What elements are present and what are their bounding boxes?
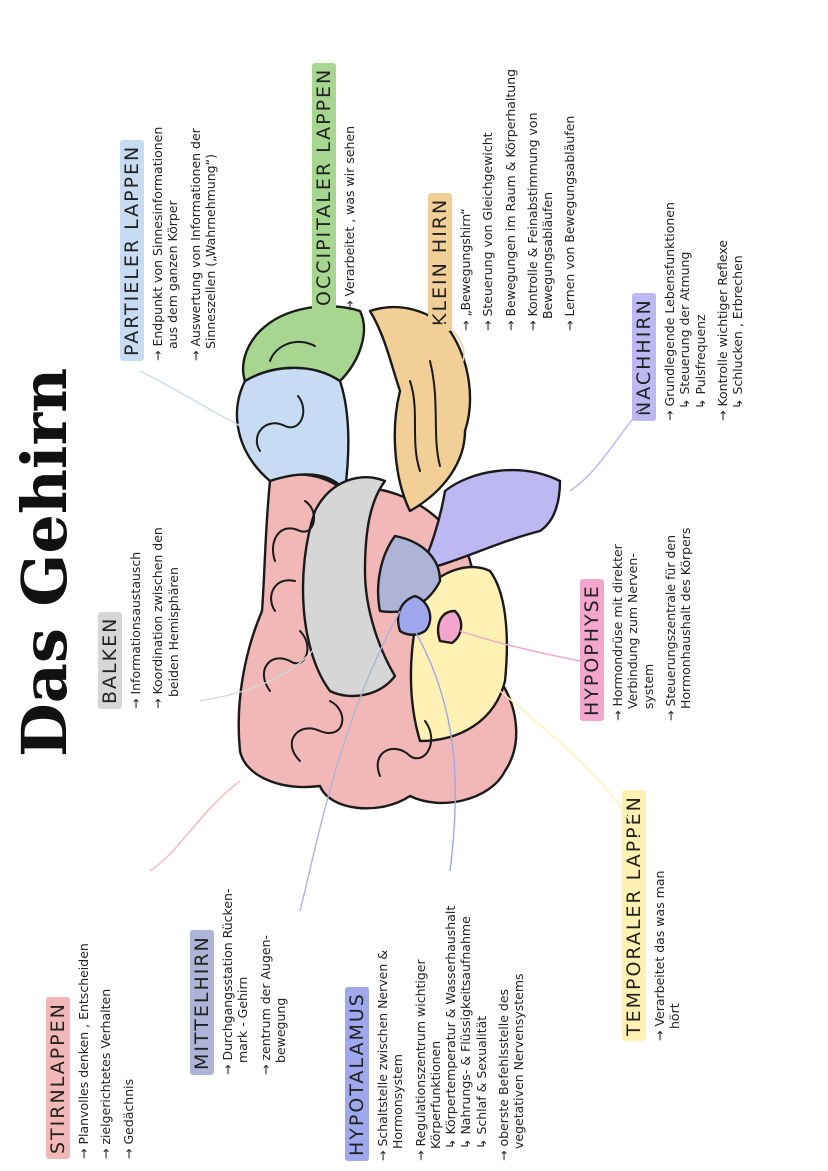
stirnlappen-point: Planvolles denken , Entscheiden [76, 899, 91, 1159]
region-hypotalamus: HYPOTALAMUS Schaltstelle zwischen Nerven… [345, 861, 533, 1161]
region-kleinhirn: KLEIN HIRN „Bewegungshirn“ Steuerung von… [428, 11, 585, 331]
region-nachhirn: NACHHIRN Grundlegende Lebensfunktionen ↳… [632, 121, 752, 421]
parietal-lobe-shape [235, 366, 350, 493]
stirnlappen-point: zielgerichtetes Verhalten [98, 899, 113, 1159]
hypothalamus-shape [396, 594, 432, 636]
kleinhirn-point: Lernen von Bewegungsabläufen [562, 11, 577, 331]
nachhirn-point: Grundlegende Lebensfunktionen ↳ Steuerun… [662, 121, 708, 421]
region-mittelhirn: MITTELHIRN Durchgangsstation Rücken- mar… [190, 875, 295, 1075]
region-partieler-label: PARTIELER LAPPEN [120, 139, 144, 361]
stirnlappen-point: Gedächnis [121, 899, 136, 1159]
region-stirnlappen-label: STIRNLAPPEN [46, 997, 70, 1159]
region-temporaler: TEMPORALER LAPPEN Verarbeitet das was ma… [622, 790, 690, 1041]
region-occipitaler: OCCIPITALER LAPPEN Verarbeitet , was wir… [312, 11, 364, 311]
partieler-point: Auswertung von Informationen der Sinnesz… [188, 21, 219, 361]
hypotalamus-point: Schaltstelle zwischen Nerven & Hormonsys… [375, 861, 406, 1161]
region-mittelhirn-label: MITTELHIRN [190, 930, 214, 1075]
brainstem-shape [418, 468, 562, 573]
mittelhirn-point: Durchgangsstation Rücken- mark - Gehirn [220, 875, 251, 1075]
region-hypophyse: HYPOPHYSE Hormondrüse mit direkter Verbi… [580, 481, 700, 721]
partieler-point: Endpunkt von Sinnesinformationen aus dem… [150, 21, 181, 361]
region-temporaler-label: TEMPORALER LAPPEN [622, 790, 646, 1041]
region-partieler: PARTIELER LAPPEN Endpunkt von Sinnesinfo… [120, 21, 225, 361]
hypotalamus-point: oberste Befehlsstelle des vegetativen Ne… [496, 861, 527, 1161]
balken-point: Koordination zwischen den beiden Hemisph… [150, 489, 181, 709]
mittelhirn-point: zentrum der Augen- bewegung [258, 875, 289, 1075]
region-occipitaler-label: OCCIPITALER LAPPEN [312, 62, 336, 311]
temporaler-point: Verarbeitet das was man hört [652, 801, 683, 1041]
region-balken-label: BALKEN [98, 611, 122, 709]
pituitary-shape [436, 609, 463, 645]
region-balken: BALKEN Informationsaustausch Koordinatio… [98, 489, 188, 709]
hypophyse-point: Steuerungszentrale für den Hormonhaushal… [663, 481, 694, 721]
kleinhirn-point: „Bewegungshirn“ [458, 11, 473, 331]
kleinhirn-point: Bewegungen im Raum & Körperhaltung [503, 11, 518, 331]
nachhirn-point: Kontrolle wichtiger Reflexe ↳ Schlucken … [715, 121, 746, 421]
hypotalamus-point: Regulationszentrum wichtiger Körperfunkt… [413, 861, 489, 1161]
hypophyse-point: Hormondrüse mit direkter Verbindung zum … [610, 481, 656, 721]
region-stirnlappen: STIRNLAPPEN Planvolles denken , Entschei… [46, 899, 143, 1159]
region-hypotalamus-label: HYPOTALAMUS [345, 987, 369, 1161]
region-hypophyse-label: HYPOPHYSE [580, 579, 604, 721]
occipitaler-point: Verarbeitet , was wir sehen [342, 11, 357, 311]
balken-point: Informationsaustausch [128, 489, 143, 709]
kleinhirn-point: Kontrolle & Feinabstimmung von Bewegungs… [525, 11, 556, 331]
kleinhirn-point: Steuerung von Gleichgewicht [480, 11, 495, 331]
region-nachhirn-label: NACHHIRN [632, 293, 656, 421]
region-kleinhirn-label: KLEIN HIRN [428, 192, 452, 331]
